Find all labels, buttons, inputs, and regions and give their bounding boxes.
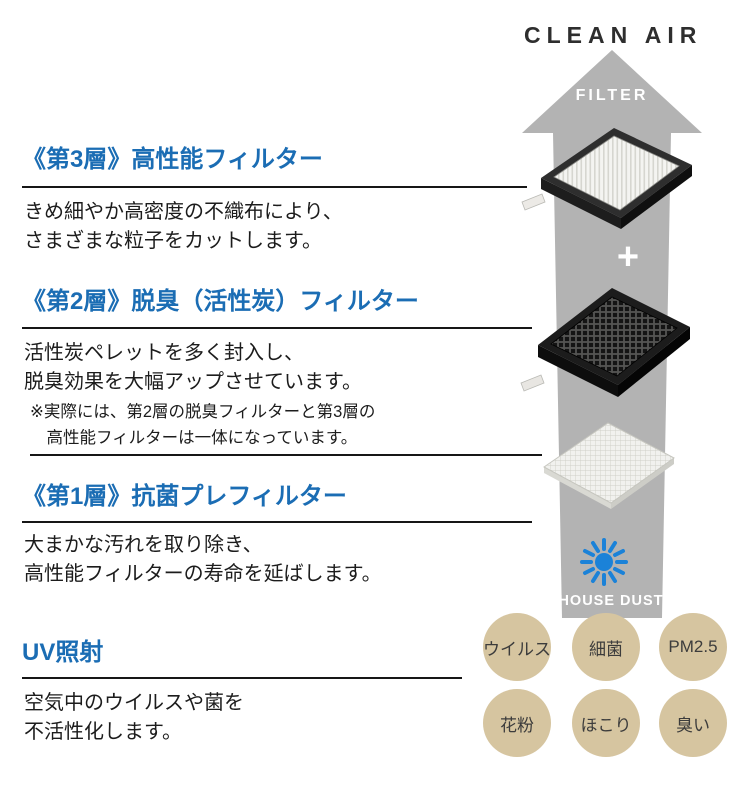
body-line: 不活性化します。: [24, 721, 182, 743]
section-body-layer2: 活性炭ペレットを多く封入し、 脱臭効果を大幅アップさせています。: [24, 339, 362, 397]
clean-air-title: CLEAN AIR: [524, 22, 703, 48]
leader-line-layer1: [22, 521, 532, 523]
plus-sign: +: [616, 236, 640, 278]
section-body-layer3: きめ細やか高密度の不織布により、 さまざまな粒子をカットします。: [24, 198, 343, 256]
leader-line-layer2: [22, 327, 532, 329]
carbon-filter-image: [520, 288, 690, 397]
body-line: 高性能フィルターの寿命を延ばします。: [24, 563, 382, 585]
particle-circle-dust: ほこり: [572, 689, 640, 757]
section-heading-layer2: 《第2層》脱臭（活性炭）フィルター: [22, 288, 419, 315]
particle-circle-virus: ウイルス: [483, 613, 551, 681]
section-body-uv: 空気中のウイルスや菌を 不活性化します。: [24, 689, 244, 747]
leader-line-note: [30, 454, 542, 456]
particle-circle-bacteria: 細菌: [572, 613, 640, 681]
body-line: 空気中のウイルスや菌を: [24, 692, 244, 714]
particle-circle-odor: 臭い: [659, 689, 727, 757]
house-dust-label: HOUSE DUST: [558, 593, 664, 609]
particle-circle-pm25: PM2.5: [659, 613, 727, 681]
section-note-layer2: ※実際には、第2層の脱臭フィルターと第3層の 高性能フィルターは一体になっていま…: [30, 399, 375, 451]
section-heading-layer3: 《第3層》高性能フィルター: [22, 146, 323, 173]
section-heading-layer1: 《第1層》抗菌プレフィルター: [22, 483, 347, 510]
section-body-layer1: 大まかな汚れを取り除き、 高性能フィルターの寿命を延ばします。: [24, 531, 382, 589]
filter-label: FILTER: [575, 87, 649, 104]
prefilter-image: [543, 422, 675, 509]
leader-line-uv: [22, 677, 462, 679]
body-line: 大まかな汚れを取り除き、: [24, 534, 263, 556]
body-line: 活性炭ペレットを多く封入し、: [24, 342, 304, 364]
body-line: きめ細やか高密度の不織布により、: [24, 201, 343, 223]
uv-sun-icon: [580, 538, 628, 586]
hepa-filter-image: [521, 128, 692, 229]
particle-circle-pollen: 花粉: [483, 689, 551, 757]
note-line: 高性能フィルターは一体になっています。: [30, 429, 358, 447]
body-line: 脱臭効果を大幅アップさせています。: [24, 371, 362, 393]
leader-line-layer3: [22, 186, 527, 188]
body-line: さまざまな粒子をカットします。: [24, 230, 322, 252]
section-heading-uv: UV照射: [22, 639, 104, 666]
note-line: ※実際には、第2層の脱臭フィルターと第3層の: [30, 403, 376, 421]
